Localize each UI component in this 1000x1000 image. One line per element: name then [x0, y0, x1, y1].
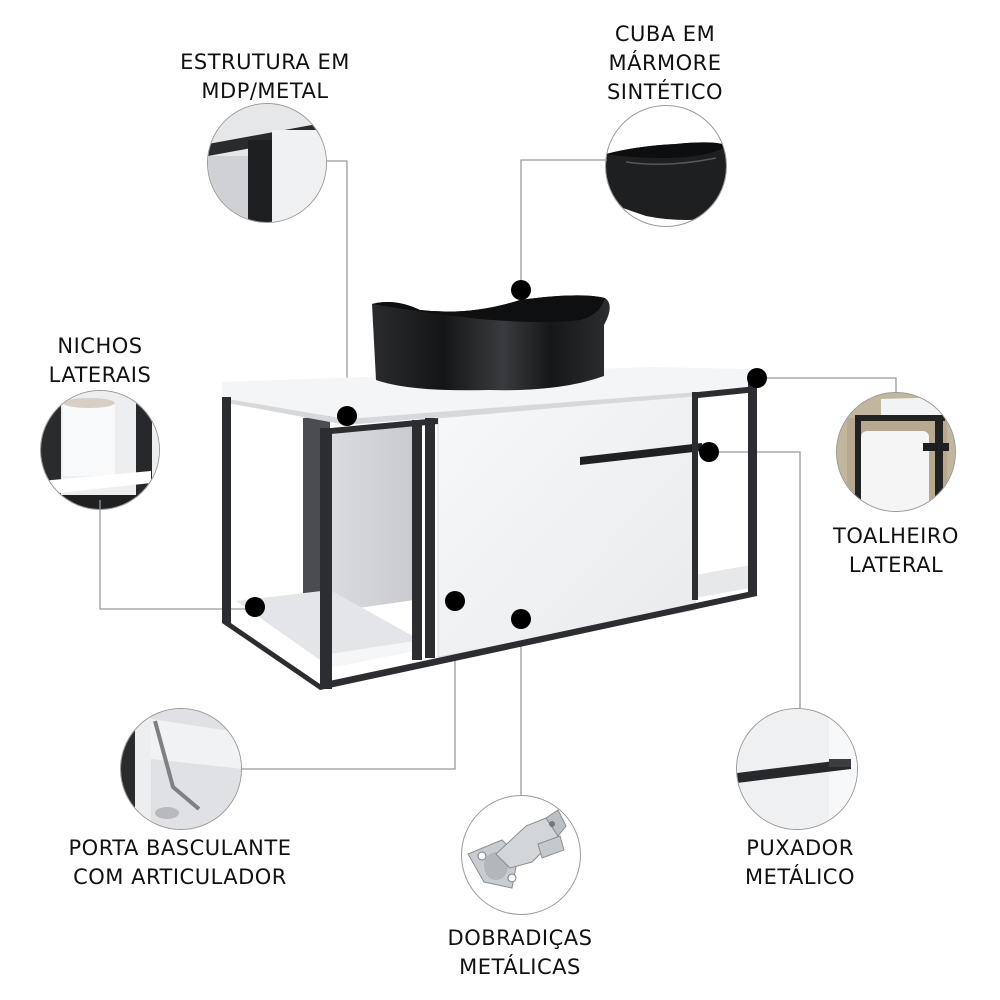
metal-handle — [580, 443, 702, 465]
callout-dot-puxador — [699, 442, 719, 462]
callout-line-cuba — [520, 159, 607, 290]
frame-corner-detail-icon — [207, 103, 327, 223]
callout-dot-toalheiro — [747, 368, 767, 388]
callout-dot-nichos — [245, 597, 265, 617]
callout-dot-dobradicas — [511, 609, 531, 629]
callout-dot-estrutura — [337, 406, 357, 426]
countertop — [222, 367, 750, 419]
callout-line-toalheiro — [757, 377, 897, 393]
callout-line-estrutura — [327, 160, 348, 416]
callout-line-nichos — [99, 500, 255, 610]
callout-dot-cuba — [511, 280, 531, 300]
towel-rail-detail-icon — [836, 392, 956, 512]
niche-side-panel — [330, 424, 415, 612]
callout-line-puxador — [709, 451, 801, 708]
metal-handle-detail-icon — [736, 708, 858, 830]
flap-door-hinge-detail-icon — [120, 708, 242, 830]
callout-dot-porta — [445, 591, 465, 611]
metal-hinge-detail-icon — [461, 795, 581, 915]
black-sink-detail-icon — [605, 105, 727, 227]
metal-frame — [222, 382, 757, 690]
right-niche-shelf — [695, 565, 750, 598]
flap-door — [437, 394, 696, 658]
toilet-paper-niche-detail-icon — [40, 390, 160, 510]
